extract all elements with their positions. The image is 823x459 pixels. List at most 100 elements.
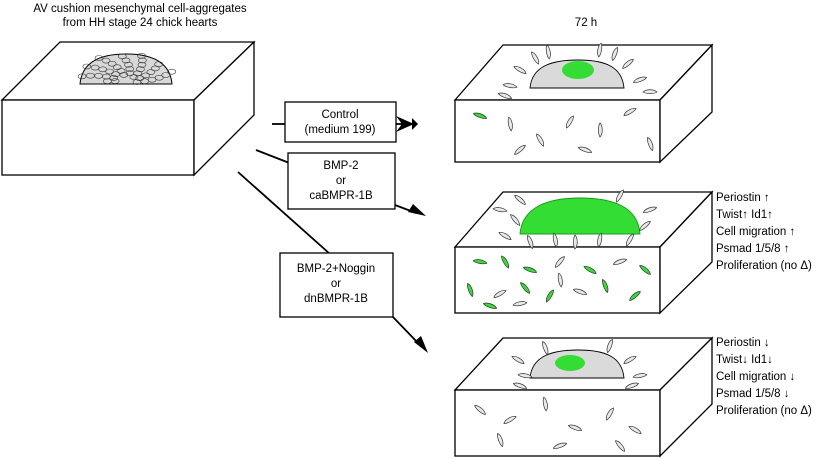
aggregate-cell xyxy=(167,68,176,75)
header-line-1: AV cushion mesenchymal cell-aggregates xyxy=(33,3,247,15)
result-block-control-front xyxy=(454,99,661,163)
green-cell xyxy=(522,266,538,273)
result-bmp2-aggregate xyxy=(519,197,641,235)
migrating-cell xyxy=(623,355,637,364)
result-bmp2-migrating-cells xyxy=(467,189,658,309)
aggregate-cell xyxy=(137,52,146,59)
migrating-cell xyxy=(642,206,658,213)
aggregate-cell xyxy=(138,57,147,64)
green-cell xyxy=(501,255,510,269)
migrating-cell xyxy=(606,338,613,354)
aggregate-cell xyxy=(154,74,164,81)
migrating-cell xyxy=(502,83,518,89)
source-block-side xyxy=(193,40,255,177)
condition-noggin-line-2: or xyxy=(331,278,341,290)
migrating-cell xyxy=(514,195,526,205)
migrating-cell xyxy=(622,59,634,69)
aggregate-cell xyxy=(111,71,120,77)
green-cell xyxy=(545,289,554,303)
green-cell xyxy=(602,278,609,294)
migrating-cell xyxy=(497,432,504,448)
condition-control-line-1: Control xyxy=(321,109,358,121)
result-up-proliferation: Proliferation (no Δ) xyxy=(716,260,812,272)
migrating-cell xyxy=(623,107,637,116)
migrating-cell xyxy=(632,373,648,379)
source-block-front xyxy=(1,99,195,176)
aggregate-cell xyxy=(161,72,171,78)
migrating-cell xyxy=(624,382,640,389)
result-down-migration: Cell migration ↓ xyxy=(716,371,795,383)
migrating-cell xyxy=(573,234,578,250)
migrating-cell xyxy=(625,233,634,247)
aggregate-cell xyxy=(136,66,145,72)
aggregate-cell xyxy=(125,70,135,76)
migrating-cell xyxy=(536,133,545,147)
aggregate-cell xyxy=(118,53,127,60)
result-down-periostin: Periostin ↓ xyxy=(716,337,770,349)
migrating-cell xyxy=(605,407,614,421)
migrating-cell xyxy=(615,189,624,203)
result-block-bmp2-front xyxy=(454,246,661,314)
condition-bmp2-line-3: caBMPR-1B xyxy=(309,190,373,202)
result-up-migration: Cell migration ↑ xyxy=(716,226,795,238)
migrating-cell xyxy=(632,76,648,83)
migrating-cell xyxy=(513,65,527,74)
arrow-noggin-tail xyxy=(392,316,419,344)
migrating-cell xyxy=(503,415,517,424)
result-control-migrating-cells xyxy=(472,42,658,155)
aggregate-cell xyxy=(146,69,156,75)
result-control-cells xyxy=(472,42,658,155)
aggregate-cell xyxy=(82,63,92,70)
migrating-cell xyxy=(512,382,528,389)
aggregate-cell xyxy=(125,66,135,72)
header-line-2: from HH stage 24 chick hearts xyxy=(63,17,218,29)
aggregate-cell xyxy=(103,78,112,84)
migrating-cell xyxy=(512,301,528,307)
migrating-cell xyxy=(572,288,588,295)
migrating-cell xyxy=(498,231,512,240)
result-down-psmad: Psmad 1/5/8 ↓ xyxy=(716,388,790,400)
migrating-cell xyxy=(545,44,551,60)
migrating-cell xyxy=(577,146,593,153)
result-up-twist-id1: Twist↑ Id1↑ xyxy=(716,209,773,221)
migrating-cell xyxy=(639,221,651,231)
migrating-cell xyxy=(552,232,558,248)
migrating-cell xyxy=(492,207,508,213)
migrating-cell xyxy=(628,425,642,434)
migrating-cell xyxy=(565,115,574,129)
condition-box-bmp2: BMP-2 or caBMPR-1B xyxy=(287,152,396,210)
green-cell xyxy=(467,282,474,298)
aggregate-cell xyxy=(107,60,117,67)
result-noggin-migrating-cells xyxy=(474,338,648,452)
result-noggin-cells xyxy=(474,338,648,452)
migrating-cell xyxy=(517,373,533,379)
migrating-cell xyxy=(598,122,603,138)
aggregate-cell xyxy=(94,55,104,61)
green-cell xyxy=(583,265,597,274)
migrating-cell xyxy=(493,289,507,298)
green-cell xyxy=(639,265,651,275)
aggregate-cell xyxy=(90,64,100,71)
result-noggin-green-core xyxy=(555,355,585,371)
migrating-cell xyxy=(557,272,563,288)
migrating-cell xyxy=(497,92,513,99)
result-block-noggin-side xyxy=(659,336,713,458)
source-aggregate xyxy=(77,52,176,85)
arrow-noggin-stem xyxy=(237,171,331,255)
migrating-cell xyxy=(527,234,534,250)
migrating-cell xyxy=(647,136,654,152)
condition-noggin-line-3: dnBMPR-1B xyxy=(304,293,368,305)
migrating-cell xyxy=(542,396,548,412)
condition-control-line-2: (medium 199) xyxy=(305,124,376,136)
condition-box-control: Control (medium 199) xyxy=(284,101,397,143)
arrowhead-noggin xyxy=(414,336,428,353)
green-cell xyxy=(472,112,488,119)
migrating-cell xyxy=(531,51,540,65)
condition-box-noggin: BMP-2+Noggin or dnBMPR-1B xyxy=(279,252,394,318)
results-downregulated: Periostin ↓ Twist↓ Id1↓ Cell migration ↓… xyxy=(716,337,812,417)
migrating-cell xyxy=(507,116,513,132)
time-label: 72 h xyxy=(575,17,597,29)
migrating-cell xyxy=(514,145,526,155)
migrating-cell xyxy=(567,424,583,431)
migrating-cell xyxy=(611,46,618,62)
